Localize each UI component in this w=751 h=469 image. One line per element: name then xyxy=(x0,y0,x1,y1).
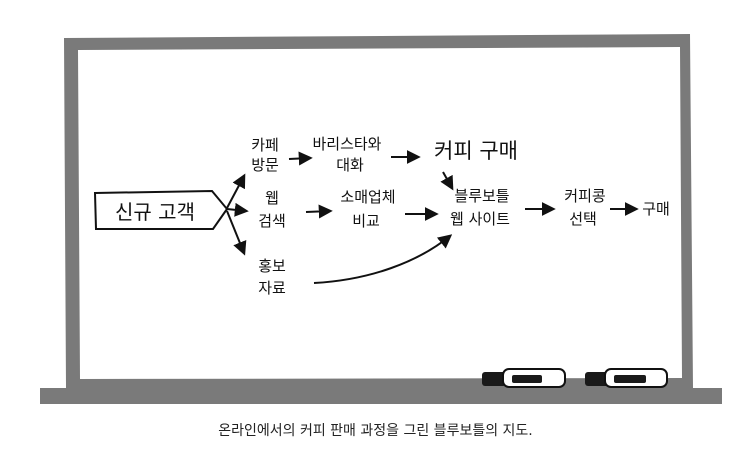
promo-line1: 홍보 xyxy=(258,257,286,275)
arrow-start-to-promo xyxy=(226,210,247,256)
arrow-purchase-to-website xyxy=(440,171,454,191)
start-node-box xyxy=(93,189,229,230)
final-purchase-label: 구매 xyxy=(642,200,670,218)
select-line1: 커피콩 xyxy=(564,187,605,205)
figure-caption: 온라인에서의 커피 판매 과정을 그린 블루보틀의 지도. xyxy=(218,423,533,439)
marker-left xyxy=(482,368,566,388)
arrow-promo-to-website xyxy=(313,234,453,284)
retailer-line2: 비교 xyxy=(352,212,380,230)
arrow-start-to-cafe xyxy=(226,173,246,209)
barista-line2: 대화 xyxy=(336,156,364,174)
cafe-visit-line2: 방문 xyxy=(251,156,279,174)
arrow-web-to-retailer xyxy=(305,204,333,219)
website-line2: 웹 사이트 xyxy=(450,210,510,228)
retailer-line1: 소매업체 xyxy=(340,188,395,206)
cafe-visit-line1: 카페 xyxy=(251,136,279,154)
web-search-line1: 웹 xyxy=(265,189,279,207)
start-node-label: 신규 고객 xyxy=(115,200,195,224)
promo-line2: 자료 xyxy=(258,279,286,297)
marker-right xyxy=(585,368,668,388)
coffee-purchase-label: 커피 구매 xyxy=(434,139,518,163)
whiteboard-tray xyxy=(40,388,722,404)
select-line2: 선택 xyxy=(569,210,597,228)
barista-line1: 바리스타와 xyxy=(312,135,381,153)
web-search-line2: 검색 xyxy=(258,212,286,230)
arrow-start-to-web xyxy=(226,202,249,217)
arrow-cafe-to-barista xyxy=(288,151,313,166)
website-line1: 블루보틀 xyxy=(454,187,509,205)
